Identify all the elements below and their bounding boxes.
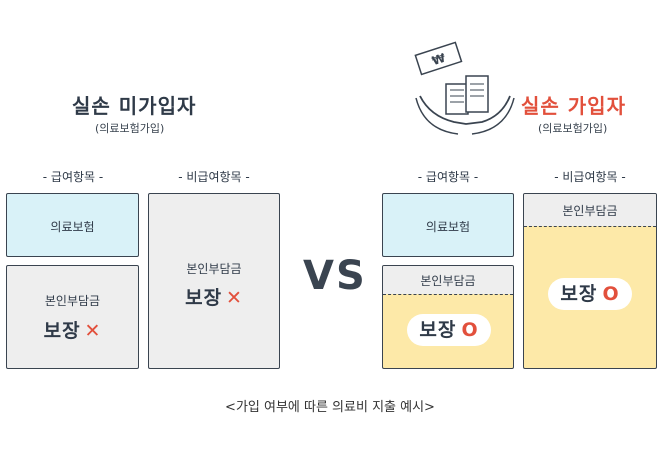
right-copay-coverage-pill: 보장 O (407, 314, 491, 346)
right-noncovered-coverage-pill: 보장 O (548, 278, 632, 310)
right-noncovered-label: 본인부담금 (562, 204, 618, 218)
right-copay-label: 본인부담금 (420, 274, 476, 288)
right-copay-divider (383, 294, 513, 295)
right-noncovered-box: 본인부담금 보장 O (523, 193, 657, 369)
bill-symbol: ₩ (430, 50, 448, 68)
flying-bill-icon: ₩ (414, 41, 463, 76)
vs-label: VS (303, 253, 367, 299)
right-insurance-box: 의료보험 (382, 193, 514, 257)
left-title: 실손 미가입자 (72, 94, 197, 118)
left-copay-box: 본인부담금 보장 ✕ (6, 265, 139, 369)
right-title: 실손 가입자 (521, 94, 626, 118)
left-copay-coverage-text: 보장 (43, 320, 81, 342)
left-copay-coverage: 보장 ✕ (7, 316, 138, 343)
right-header-covered: - 급여항목 - (417, 170, 479, 184)
left-copay-label: 본인부담금 (44, 294, 101, 308)
left-noncovered-label: 본인부담금 (186, 262, 242, 276)
right-subtitle: (의료보험가입) (538, 122, 608, 135)
right-copay-top-band (383, 266, 513, 294)
right-noncovered-o-mark: O (602, 283, 620, 305)
right-copay-box: 본인부담금 보장 O (382, 265, 514, 369)
left-header-noncovered: - 비급여항목 - (178, 170, 250, 184)
right-header-noncovered: - 비급여항목 - (554, 170, 626, 184)
hands-holding-money-illustration: ₩ (414, 41, 515, 135)
right-copay-o-mark: O (461, 319, 479, 341)
left-noncovered-x-mark: ✕ (225, 287, 243, 309)
left-copay-x-mark: ✕ (84, 320, 102, 342)
right-insurance-label: 의료보험 (425, 220, 471, 234)
right-noncovered-top-band (524, 194, 656, 226)
left-subtitle: (의료보험가입) (95, 122, 165, 135)
left-noncovered-box: 본인부담금 보장 ✕ (148, 193, 280, 369)
caption: <가입 여부에 따른 의료비 지출 예시> (225, 400, 435, 415)
right-noncovered-divider (524, 226, 656, 227)
left-noncovered-coverage-text: 보장 (185, 287, 223, 309)
right-noncovered-coverage-text: 보장 (560, 283, 598, 305)
left-insurance-box: 의료보험 (6, 193, 139, 257)
left-header-covered: - 급여항목 - (42, 170, 104, 184)
left-noncovered-coverage: 보장 ✕ (149, 283, 279, 310)
left-insurance-label: 의료보험 (50, 220, 95, 234)
right-copay-coverage-text: 보장 (419, 319, 457, 341)
